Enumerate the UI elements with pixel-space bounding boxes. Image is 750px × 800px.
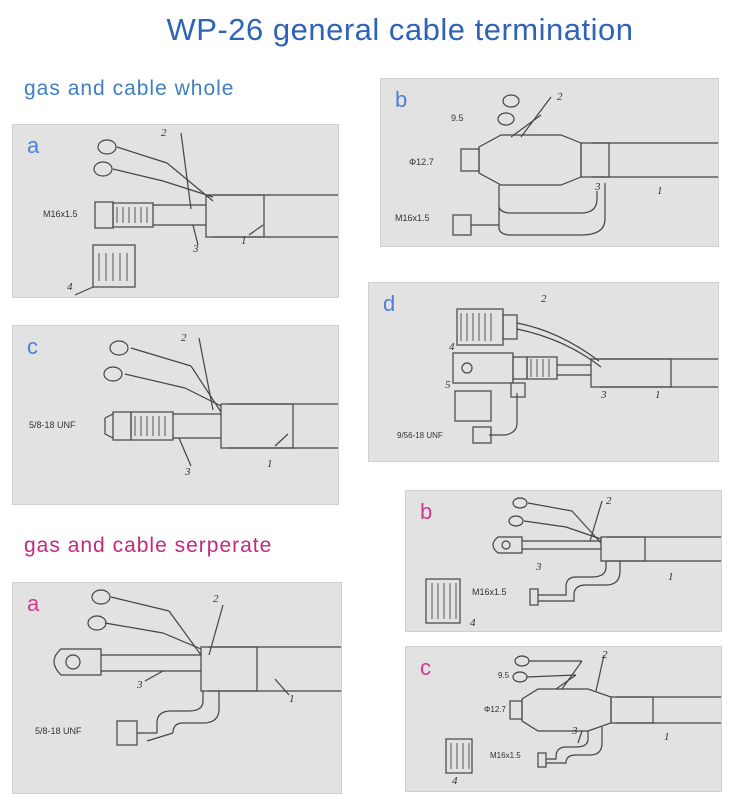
callout-number: 5 (445, 379, 451, 391)
cable-drawing (425, 497, 721, 624)
panel-label: b (395, 87, 408, 112)
page-title: WP-26 general cable termination (166, 12, 634, 47)
panel-label: b (420, 499, 433, 524)
callout-number: 2 (557, 91, 563, 103)
dimension-label: 5/8-18 UNF (29, 420, 76, 430)
dimension-label: M16x1.5 (472, 587, 507, 597)
diagram-panel-whole-a: a M16x1.5 2 3 1 4 (12, 124, 339, 298)
panel-label: a (27, 133, 40, 158)
diagram-panel-separate-b: b M16x1.5 2 3 1 4 (405, 490, 722, 632)
panel-label: d (383, 291, 396, 316)
callout-number: 1 (267, 458, 273, 470)
callout-number: 2 (606, 495, 612, 507)
diagram-panel-whole-b: b 9.5 Φ12.7 M16x1.5 2 3 1 (380, 78, 719, 247)
dimension-label: M16x1.5 (43, 209, 78, 219)
callout-number: 3 (536, 561, 542, 573)
dimension-label: M16x1.5 (490, 751, 521, 760)
callout-number: 4 (449, 341, 455, 353)
callout-number: 1 (655, 389, 661, 401)
callout-number: 3 (137, 679, 143, 691)
callout-number: 1 (289, 693, 295, 705)
dimension-label: Φ12.7 (409, 157, 434, 167)
callout-number: 2 (181, 332, 187, 344)
panel-label: c (27, 334, 38, 359)
section-heading-whole: gas and cable whole (24, 77, 235, 100)
dimension-label: M16x1.5 (395, 213, 430, 223)
callout-number: 3 (193, 243, 199, 255)
callout-number: 3 (601, 389, 607, 401)
callout-number: 3 (595, 181, 601, 193)
section-heading-separate: gas and cable serperate (24, 534, 273, 557)
callout-number: 3 (185, 466, 191, 478)
diagram-panel-whole-c: c 5/8-18 UNF 2 3 1 (12, 325, 339, 505)
callout-number: 3 (572, 725, 578, 737)
dimension-label: 9/56-18 UNF (397, 431, 443, 440)
cable-drawing (452, 94, 718, 236)
dimension-label: 5/8-18 UNF (35, 726, 82, 736)
callout-number: 1 (664, 731, 670, 743)
dimension-label: 9.5 (498, 671, 510, 680)
callout-number: 1 (241, 235, 247, 247)
callout-number: 4 (470, 617, 476, 629)
cable-drawing (103, 337, 338, 467)
callout-number: 4 (67, 281, 73, 293)
callout-number: 4 (452, 775, 458, 787)
cable-drawing (445, 654, 721, 774)
callout-number: 1 (668, 571, 674, 583)
callout-number: 2 (602, 649, 608, 661)
cable-drawing (74, 132, 338, 296)
cable-drawing (452, 308, 718, 444)
panel-label: a (27, 591, 40, 616)
diagram-panel-separate-c: c 9.5 Φ12.7 M16x1.5 2 3 1 4 (405, 646, 722, 792)
panel-label: c (420, 655, 431, 680)
dimension-label: 9.5 (451, 113, 464, 123)
diagram-panel-separate-a: a 5/8-18 UNF 2 3 1 (12, 582, 342, 794)
callout-number: 2 (161, 127, 167, 139)
callout-number: 2 (541, 293, 547, 305)
callout-number: 2 (213, 593, 219, 605)
dimension-label: Φ12.7 (484, 705, 506, 714)
diagram-panel-whole-d: d 9/56-18 UNF 2 4 5 3 1 (368, 282, 719, 462)
callout-number: 1 (657, 185, 663, 197)
cable-drawing (53, 589, 341, 746)
